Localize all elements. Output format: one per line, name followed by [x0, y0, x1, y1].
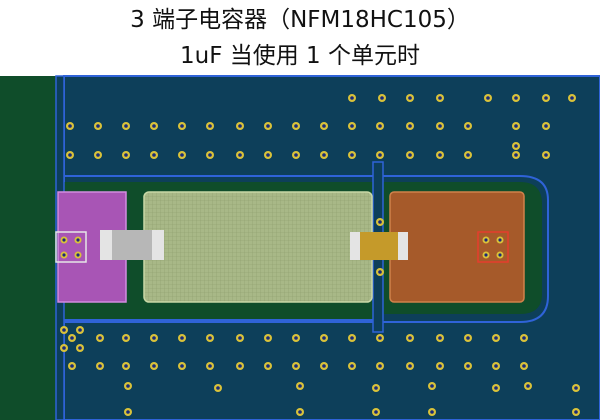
- right-via-cluster: [477, 231, 509, 263]
- left-via-cluster: [55, 231, 87, 263]
- diagram-title-line-2: 1uF 当使用 1 个单元时: [179, 43, 420, 69]
- via-field: [60, 94, 580, 416]
- center-pad: [143, 191, 373, 303]
- diagram-title-line-1: 3 端子电容器（NFM18HC105）: [130, 7, 470, 33]
- inductor-component: [100, 230, 164, 260]
- right-pad: [389, 191, 525, 303]
- capacitor-component: [350, 232, 408, 260]
- ground-plane-outline: [64, 175, 549, 323]
